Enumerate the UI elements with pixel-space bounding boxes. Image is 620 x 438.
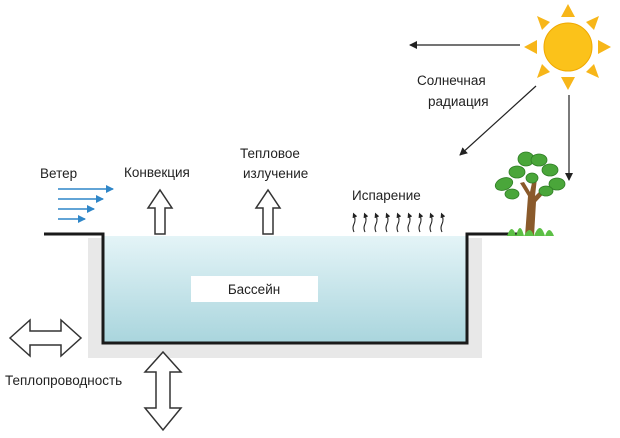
evaporation-label: Испарение — [352, 188, 421, 203]
conduction-vertical-arrow-icon — [143, 350, 183, 432]
pool-label: Бассейн — [228, 282, 280, 297]
thermal-radiation-arrow-icon — [254, 188, 282, 235]
pool-outline — [44, 232, 520, 345]
pool-shell — [88, 238, 482, 358]
conduction-horizontal-arrow-icon — [8, 318, 83, 358]
thermal-radiation-label-line1: Тепловое — [240, 146, 300, 161]
tree-icon — [494, 151, 566, 236]
evaporation-arrows-icon — [352, 212, 446, 233]
thermal-radiation-label-line2: излучение — [243, 166, 308, 181]
sun-icon — [524, 4, 611, 90]
pool-label-box — [191, 276, 318, 302]
conduction-label: Теплопроводность — [5, 373, 122, 388]
solar-radiation-label-line2: радиация — [428, 94, 489, 109]
solar-radiation-arrows — [409, 41, 573, 181]
wind-label: Ветер — [40, 166, 77, 181]
convection-label: Конвекция — [124, 165, 190, 180]
convection-arrow-icon — [146, 188, 174, 235]
solar-radiation-label-line1: Солнечная — [417, 73, 486, 88]
wind-arrows-icon — [58, 185, 114, 223]
